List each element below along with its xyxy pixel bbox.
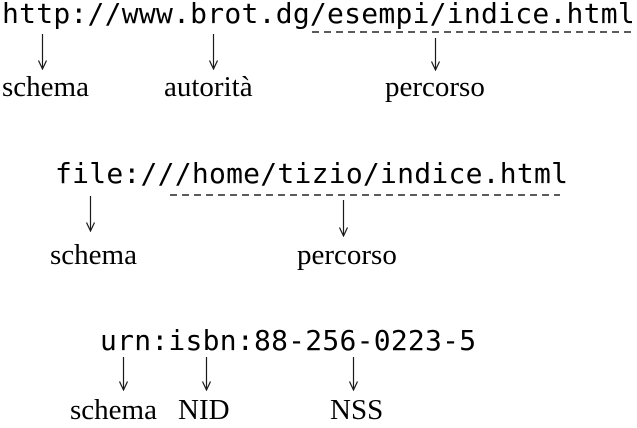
uri-text-urn: urn:isbn:88-256-0223-5	[100, 324, 477, 357]
uri-text-http: http://www.brot.dg/esempi/indice.html	[2, 0, 635, 30]
down-arrow-icon	[118, 357, 129, 391]
part-label-schema: schema	[50, 239, 137, 271]
dashed-underline-percorso-http	[312, 31, 636, 33]
part-label-percorso: percorso	[385, 71, 485, 103]
down-arrow-icon	[338, 200, 349, 237]
part-label-nss: NSS	[330, 394, 384, 426]
down-arrow-icon	[201, 357, 212, 391]
down-arrow-icon	[208, 34, 219, 70]
part-label-autorita: autorità	[164, 71, 253, 103]
part-label-schema: schema	[70, 394, 157, 426]
part-label-schema: schema	[2, 71, 89, 103]
down-arrow-icon	[348, 357, 359, 391]
down-arrow-icon	[37, 34, 48, 70]
dashed-underline-percorso-file	[170, 194, 560, 196]
uri-text-file: file:///home/tizio/indice.html	[55, 157, 569, 190]
down-arrow-icon	[85, 196, 96, 232]
part-label-percorso: percorso	[297, 239, 397, 271]
down-arrow-icon	[430, 38, 441, 71]
part-label-nid: NID	[178, 394, 230, 426]
